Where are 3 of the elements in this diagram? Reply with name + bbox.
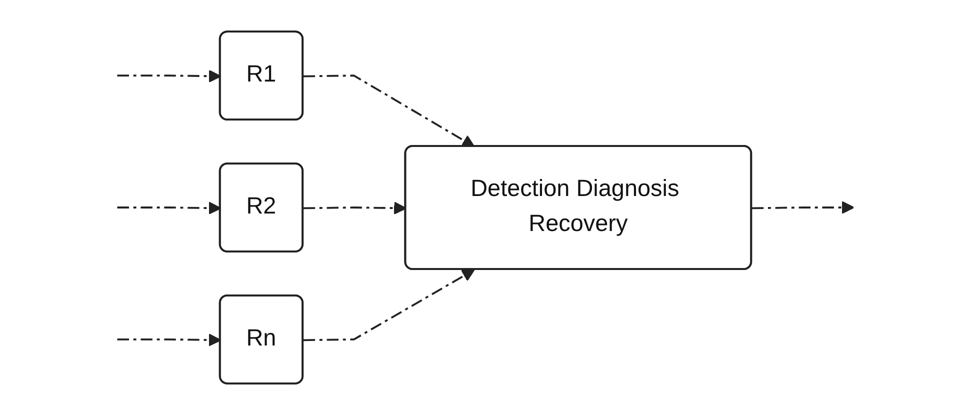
arrow: [303, 74, 475, 148]
arrow: [752, 201, 854, 214]
arrow: [303, 269, 475, 342]
